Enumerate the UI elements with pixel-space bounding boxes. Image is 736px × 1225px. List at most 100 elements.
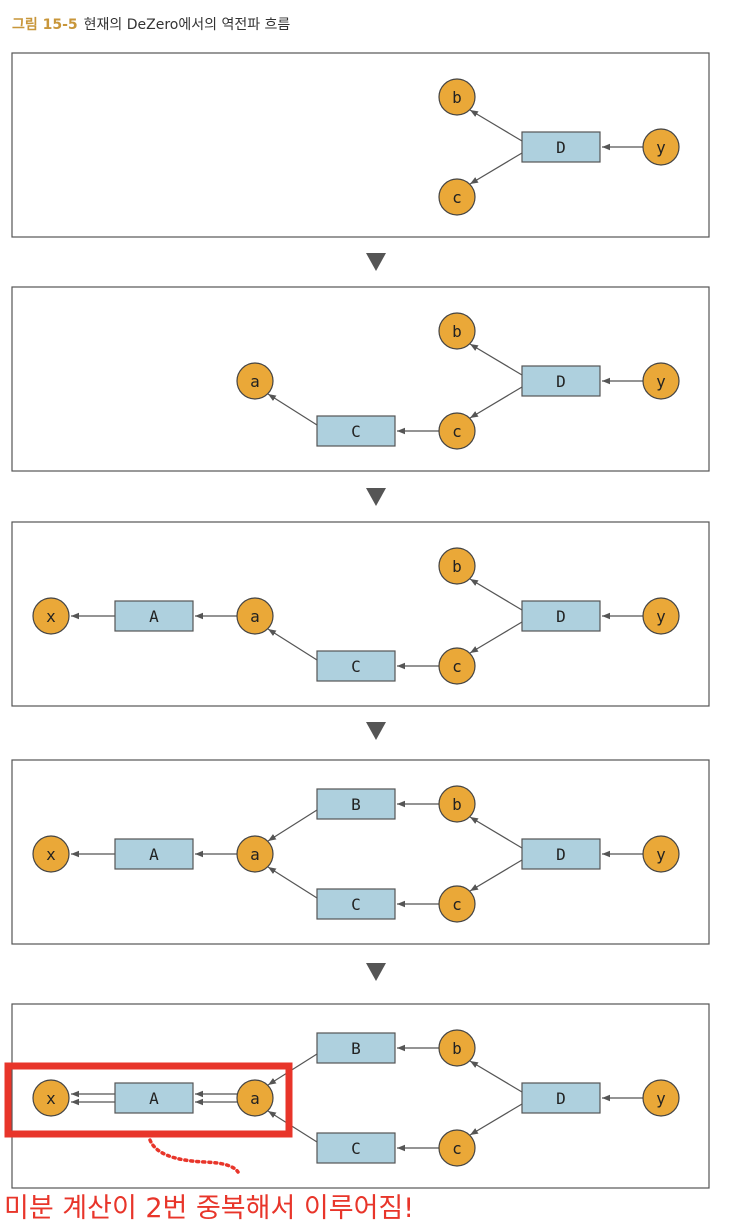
function-D-box	[521, 838, 601, 870]
figure-number: 그림 15-5	[12, 17, 78, 33]
function-D-node: D	[521, 365, 601, 397]
function-D-label: D	[556, 138, 566, 157]
variable-x-node: x	[32, 835, 70, 873]
figure-caption: 그림 15-5 현재의 DeZero에서의 역전파 흐름	[12, 14, 290, 34]
variable-b-node: b	[438, 1029, 476, 1067]
variable-a-circle	[236, 835, 274, 873]
variable-b-label: b	[452, 795, 462, 814]
duplicate-highlight-box	[4, 1062, 293, 1138]
variable-b-circle	[438, 547, 476, 585]
function-D-label: D	[556, 845, 566, 864]
variable-b-node: b	[438, 312, 476, 350]
function-D-node: D	[521, 1082, 601, 1114]
variable-y-label: y	[656, 1089, 666, 1108]
variable-a-circle	[236, 1079, 274, 1117]
stage-transition-arrow-1	[366, 253, 386, 271]
edge-D-to-b	[469, 1060, 523, 1093]
function-C-label: C	[351, 1139, 361, 1158]
variable-b-label: b	[452, 322, 462, 341]
function-D-box	[521, 600, 601, 632]
function-A-node: A	[114, 600, 194, 632]
figure-title: 현재의 DeZero에서의 역전파 흐름	[83, 17, 291, 33]
variable-a-circle	[236, 597, 274, 635]
panel-frame	[11, 52, 710, 238]
variable-c-node: c	[438, 1129, 476, 1167]
variable-c-circle	[438, 178, 476, 216]
variable-b-circle	[438, 1029, 476, 1067]
variable-a-node: a	[236, 362, 274, 400]
variable-y-label: y	[656, 138, 666, 157]
function-C-node: C	[316, 650, 396, 682]
variable-b-circle	[438, 785, 476, 823]
variable-c-circle	[438, 647, 476, 685]
variable-c-label: c	[452, 1139, 462, 1158]
function-C-label: C	[351, 657, 361, 676]
variable-c-node: c	[438, 885, 476, 923]
variable-a-node: a	[236, 597, 274, 635]
variable-x-circle	[32, 1079, 70, 1117]
function-A-node: A	[114, 1082, 194, 1114]
variable-y-circle	[642, 128, 680, 166]
stage-transition-arrow-4	[366, 963, 386, 981]
function-D-box	[521, 131, 601, 163]
edge-D-to-b	[469, 343, 523, 376]
variable-y-label: y	[656, 607, 666, 626]
variable-a-label: a	[250, 607, 260, 626]
function-A-box	[114, 600, 194, 632]
function-A-box	[114, 1082, 194, 1114]
stage-transition-arrow-2	[366, 488, 386, 506]
function-C-node: C	[316, 415, 396, 447]
variable-x-circle	[32, 597, 70, 635]
variable-b-circle	[438, 312, 476, 350]
variable-y-circle	[642, 835, 680, 873]
function-D-box	[521, 1082, 601, 1114]
function-C-label: C	[351, 422, 361, 441]
variable-x-circle	[32, 835, 70, 873]
callout-dotted-line	[148, 1138, 240, 1174]
edge-D-to-c	[469, 859, 523, 892]
function-D-node: D	[521, 131, 601, 163]
edge-D-to-c	[469, 386, 523, 419]
variable-c-circle	[438, 885, 476, 923]
variable-b-node: b	[438, 78, 476, 116]
function-B-node: B	[316, 788, 396, 820]
variable-c-label: c	[452, 895, 462, 914]
variable-c-node: c	[438, 412, 476, 450]
variable-y-node: y	[642, 835, 680, 873]
variable-x-node: x	[32, 597, 70, 635]
variable-a-node: a	[236, 835, 274, 873]
function-D-box	[521, 365, 601, 397]
function-C-node: C	[316, 1132, 396, 1164]
edge-D-to-c	[469, 152, 523, 185]
edge-C-to-a	[267, 393, 318, 426]
function-D-node: D	[521, 838, 601, 870]
variable-y-label: y	[656, 845, 666, 864]
variable-x-label: x	[46, 607, 56, 626]
function-A-label: A	[149, 607, 159, 626]
variable-y-circle	[642, 1079, 680, 1117]
function-B-node: B	[316, 1032, 396, 1064]
variable-y-label: y	[656, 372, 666, 391]
function-C-box	[316, 415, 396, 447]
variable-b-label: b	[452, 1039, 462, 1058]
function-B-label: B	[351, 795, 361, 814]
function-C-box	[316, 1132, 396, 1164]
stage-transition-arrow-3	[366, 722, 386, 740]
stage-panel-2: D Cy b c a	[11, 286, 710, 472]
variable-y-node: y	[642, 362, 680, 400]
function-C-box	[316, 888, 396, 920]
variable-b-label: b	[452, 88, 462, 107]
function-A-label: A	[149, 1089, 159, 1108]
variable-b-node: b	[438, 785, 476, 823]
edge-D-to-b	[469, 578, 523, 611]
function-A-box	[114, 838, 194, 870]
edge-D-to-c	[469, 1103, 523, 1136]
variable-c-circle	[438, 1129, 476, 1167]
variable-a-label: a	[250, 372, 260, 391]
duplicate-gradient-note: 미분 계산이 2번 중복해서 이루어짐!	[4, 1193, 415, 1224]
variable-c-circle	[438, 412, 476, 450]
variable-y-node: y	[642, 1079, 680, 1117]
function-B-box	[316, 788, 396, 820]
